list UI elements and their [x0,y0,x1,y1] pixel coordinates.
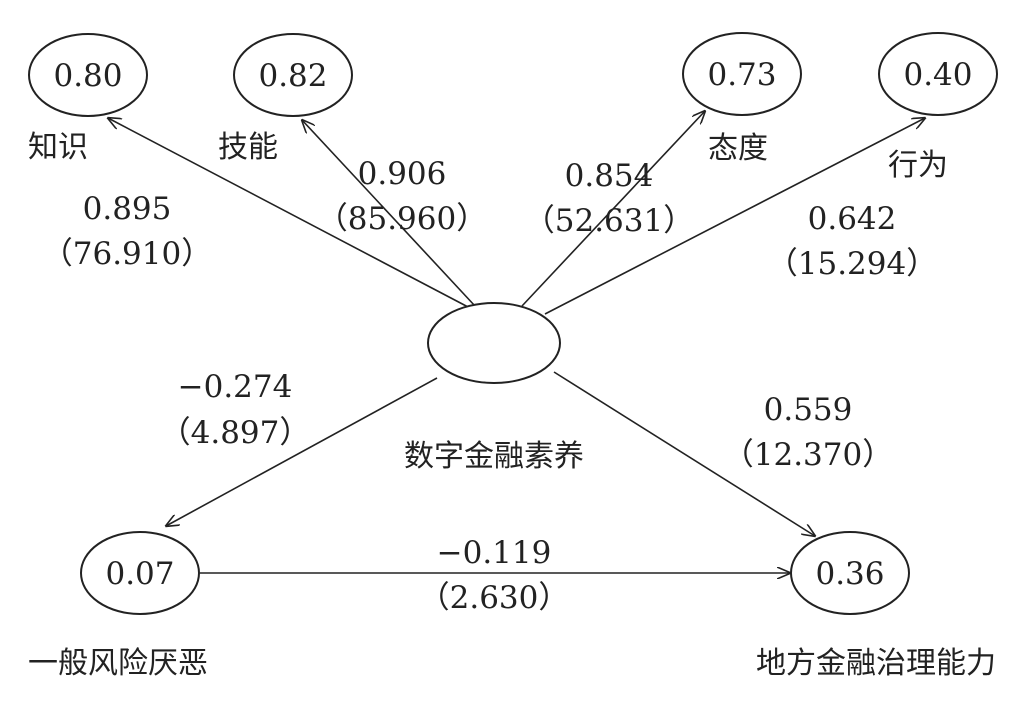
node-knowledge-value: 0.80 [53,58,122,94]
edge-risk-aversion-coef: −0.274 [178,369,293,405]
edge-attitude [521,111,705,307]
node-behavior-value: 0.40 [903,57,972,93]
node-governance-value: 0.36 [815,556,884,592]
node-center [427,302,561,384]
edge-risk-aversion-t: （4.897） [160,415,311,451]
node-risk-aversion-label: 一般风险厌恶 [28,646,208,681]
edge-governance [553,371,815,536]
edge-risk-aversion [166,377,438,526]
node-knowledge-label: 知识 [28,130,88,165]
node-skill-label: 技能 [218,130,278,165]
node-skill: 0.82 [233,33,353,117]
node-behavior: 0.40 [878,32,998,116]
node-risk-aversion-value: 0.07 [105,556,174,592]
edge-attitude-t: （52.631） [524,203,694,239]
edge-governance-coef: 0.559 [764,392,853,428]
node-attitude-value: 0.73 [707,57,776,93]
edge-risk-to-governance-coef: −0.119 [437,535,552,571]
node-attitude-label: 态度 [708,131,768,166]
node-knowledge: 0.80 [28,33,148,117]
edge-skill-t: （85.960） [317,201,487,237]
edge-attitude-coef: 0.854 [565,158,654,194]
edge-behavior [544,118,925,315]
node-attitude: 0.73 [682,32,802,116]
node-governance: 0.36 [790,531,910,615]
node-risk-aversion: 0.07 [80,531,200,615]
edge-risk-to-governance-t: （2.630） [419,580,570,616]
edge-skill-coef: 0.906 [358,156,447,192]
edge-knowledge-t: （76.910） [42,236,212,272]
edges [108,111,925,573]
edge-knowledge-coef: 0.895 [83,191,172,227]
edge-behavior-coef: 0.642 [808,201,897,237]
node-governance-label: 地方金融治理能力 [756,646,996,681]
node-behavior-label: 行为 [888,148,948,183]
node-center-label: 数字金融素养 [404,439,584,474]
edge-skill [302,120,476,307]
edge-knowledge [108,118,471,309]
edge-governance-t: （12.370） [723,437,893,473]
node-skill-value: 0.82 [258,58,327,94]
edge-behavior-t: （15.294） [767,246,937,282]
